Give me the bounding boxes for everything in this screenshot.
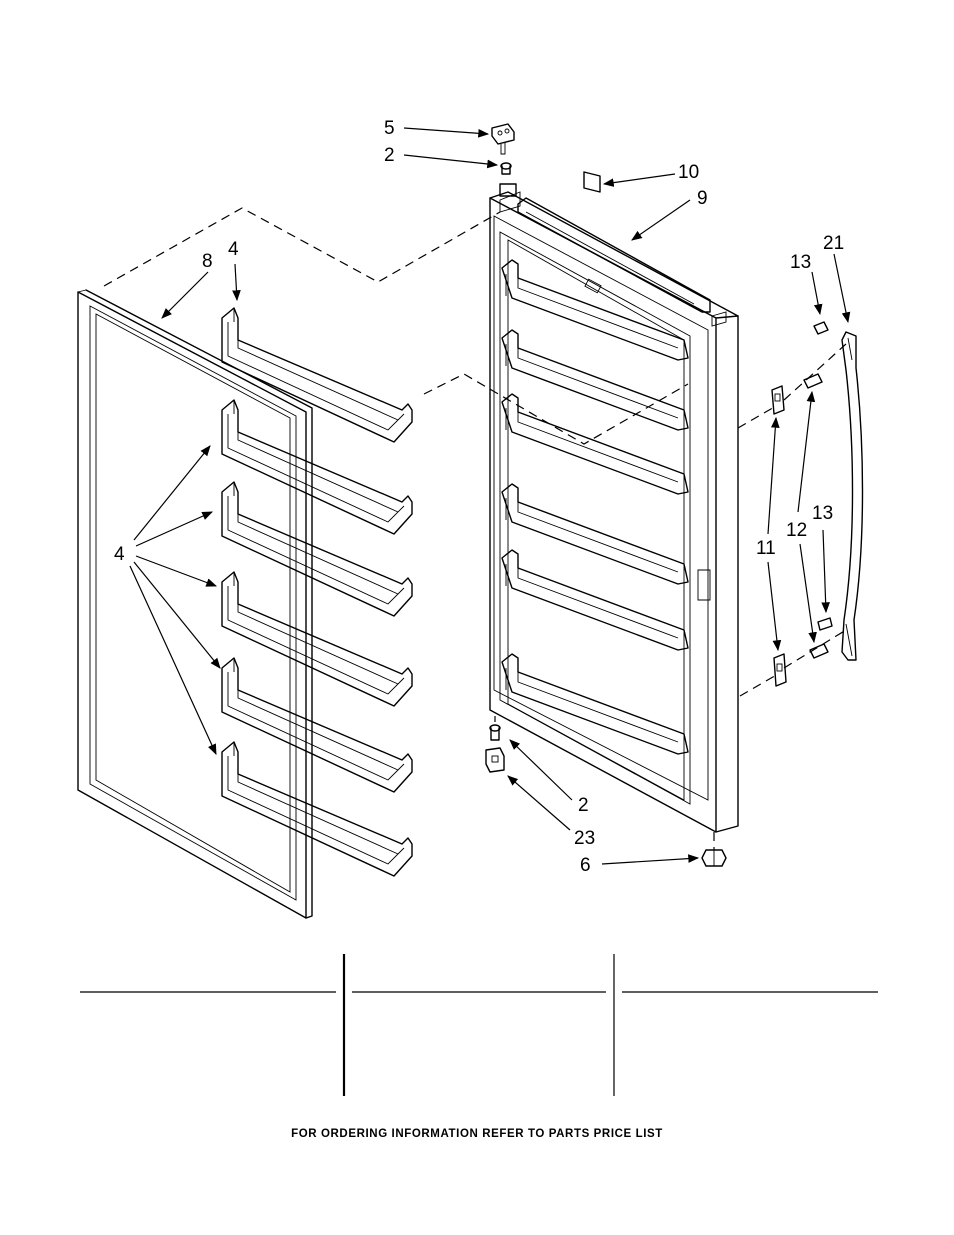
callout-2-bottom: 2 bbox=[578, 795, 589, 816]
callout-13-top: 13 bbox=[790, 252, 811, 273]
bottom-hinge bbox=[485, 747, 505, 773]
parts-table-frame bbox=[80, 954, 878, 1096]
door-handle bbox=[841, 331, 864, 661]
leader-arrows bbox=[129, 127, 851, 865]
door-bin-4 bbox=[221, 571, 413, 707]
top-hinge-bushing bbox=[500, 162, 512, 175]
callout-5: 5 bbox=[384, 118, 395, 139]
door-liner-shelf-4 bbox=[501, 483, 689, 585]
callout-4-group: 4 bbox=[114, 544, 125, 565]
rating-label bbox=[583, 171, 601, 193]
callout-12: 12 bbox=[786, 520, 807, 541]
door-gasket bbox=[77, 289, 313, 919]
door-bin-2 bbox=[221, 399, 413, 535]
callout-2-top: 2 bbox=[384, 145, 395, 166]
door-liner-shelf-3 bbox=[501, 393, 689, 495]
handle-screw-upper bbox=[813, 321, 829, 335]
door-stop bbox=[701, 849, 727, 867]
handle-stud-upper bbox=[803, 373, 823, 389]
callout-6: 6 bbox=[580, 855, 591, 876]
handle-screw-lower bbox=[817, 617, 833, 631]
callout-13-bottom: 13 bbox=[812, 503, 833, 524]
handle-mount-lower bbox=[773, 653, 787, 687]
freezer-door bbox=[489, 191, 739, 833]
callout-10: 10 bbox=[678, 162, 699, 183]
callout-4-top: 4 bbox=[228, 239, 239, 260]
door-liner-shelf-1 bbox=[501, 259, 689, 361]
callout-11: 11 bbox=[756, 538, 776, 559]
door-bin-3 bbox=[221, 481, 413, 617]
top-hinge bbox=[491, 123, 515, 155]
door-liner-shelf-2 bbox=[501, 329, 689, 431]
ordering-info-note: FOR ORDERING INFORMATION REFER TO PARTS … bbox=[291, 1128, 663, 1140]
door-bin-5 bbox=[221, 657, 413, 793]
handle-stud-lower bbox=[809, 643, 829, 659]
callout-9: 9 bbox=[697, 188, 708, 209]
reference-lines bbox=[103, 207, 847, 850]
door-bin-6 bbox=[221, 741, 413, 877]
door-bin-1 bbox=[221, 307, 413, 443]
callout-23: 23 bbox=[574, 828, 595, 849]
top-hinge-cap bbox=[499, 183, 517, 197]
callout-21: 21 bbox=[823, 233, 844, 254]
door-liner-shelf-6 bbox=[501, 653, 689, 755]
handle-mount-upper bbox=[771, 385, 785, 415]
callout-8: 8 bbox=[202, 251, 213, 272]
bottom-hinge-bushing bbox=[489, 724, 501, 741]
